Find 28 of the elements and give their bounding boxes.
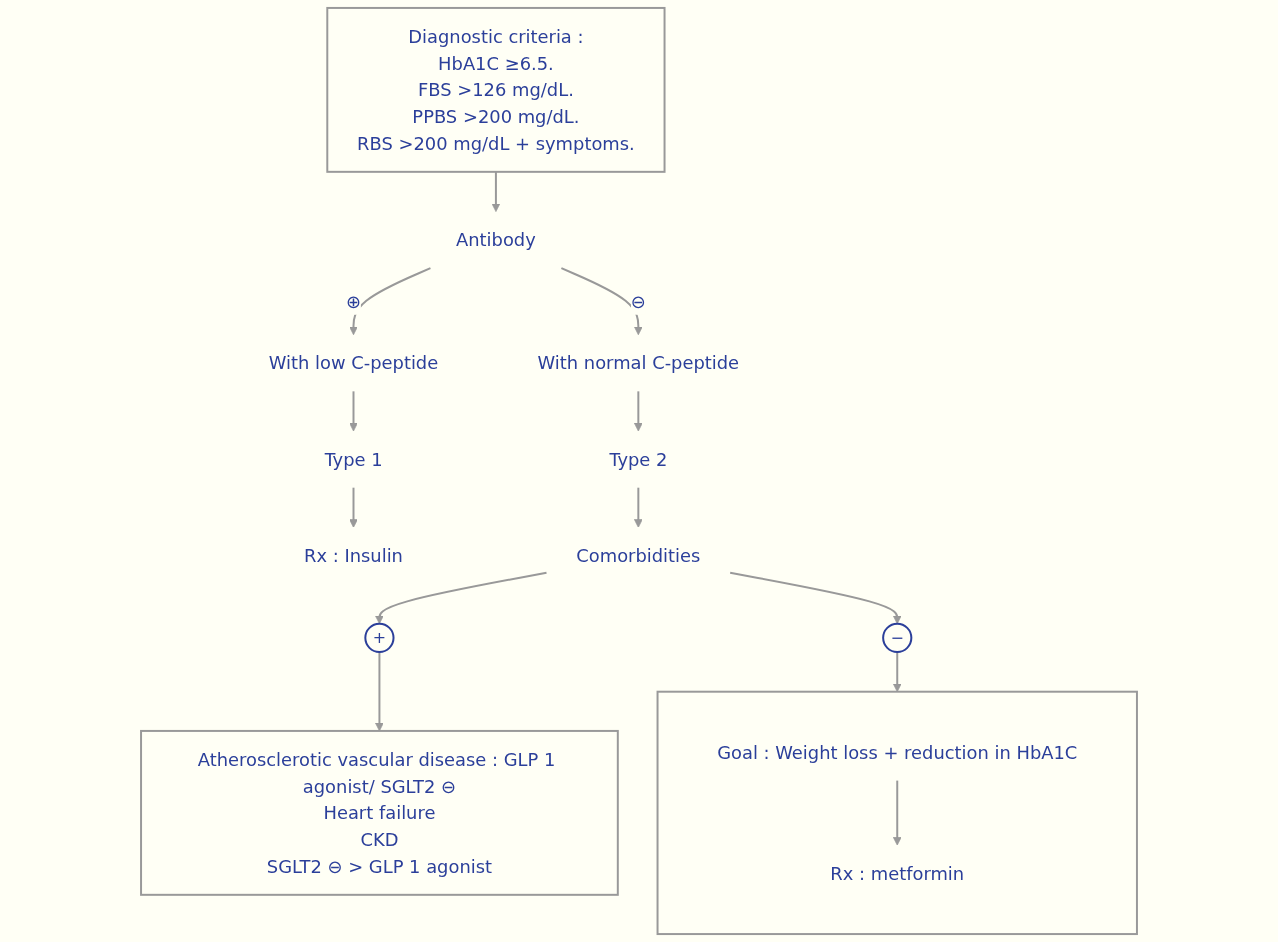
edge-label: ⊕: [346, 291, 361, 312]
node-circle: [882, 622, 913, 653]
arrow: [633, 486, 643, 528]
node-text: Comorbidities: [576, 545, 701, 567]
arrow: [349, 390, 358, 432]
arrow: [729, 571, 902, 625]
arrow: [349, 486, 358, 528]
node-text: Antibody: [456, 229, 536, 251]
arrow: [633, 390, 643, 432]
node-box: [326, 6, 666, 173]
node-text: With normal C-peptide: [537, 352, 740, 374]
arrow: [491, 170, 501, 212]
arrow: [892, 779, 902, 846]
node-text: Type 2: [609, 448, 668, 470]
edge-label: ⊖: [630, 291, 646, 312]
node-text: Goal : Weight loss + reduction in HbA1C: [717, 741, 1078, 763]
node-text: Type 1: [324, 448, 383, 470]
node-text: Rx : metformin: [830, 863, 965, 884]
arrow: [560, 267, 643, 336]
arrow: [892, 650, 902, 693]
node-text: Rx : Insulin: [304, 545, 403, 567]
arrow: [375, 571, 548, 625]
node-box: [140, 729, 619, 896]
arrow: [349, 267, 432, 336]
node-circle: [364, 622, 395, 653]
cluster: [656, 690, 1138, 936]
arrow: [375, 650, 384, 732]
node-text: With low C-peptide: [268, 352, 439, 374]
